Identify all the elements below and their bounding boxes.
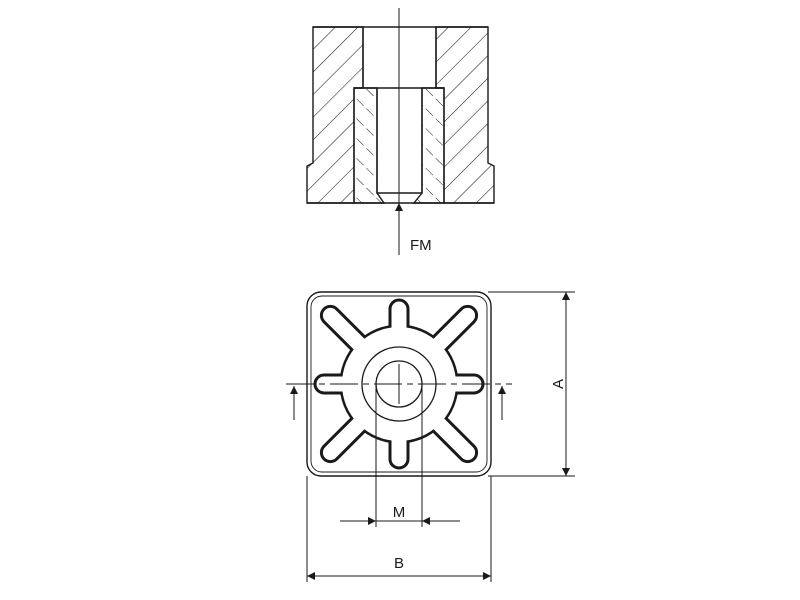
- top-view: [286, 291, 575, 582]
- dimension-b-label: B: [394, 555, 404, 572]
- dimension-a-label: A: [550, 379, 567, 389]
- force-label: FM: [410, 237, 432, 254]
- dimension-m-label: M: [393, 504, 406, 521]
- section-view: [306, 8, 495, 255]
- insert-right: [412, 87, 445, 204]
- insert-left: [353, 87, 386, 204]
